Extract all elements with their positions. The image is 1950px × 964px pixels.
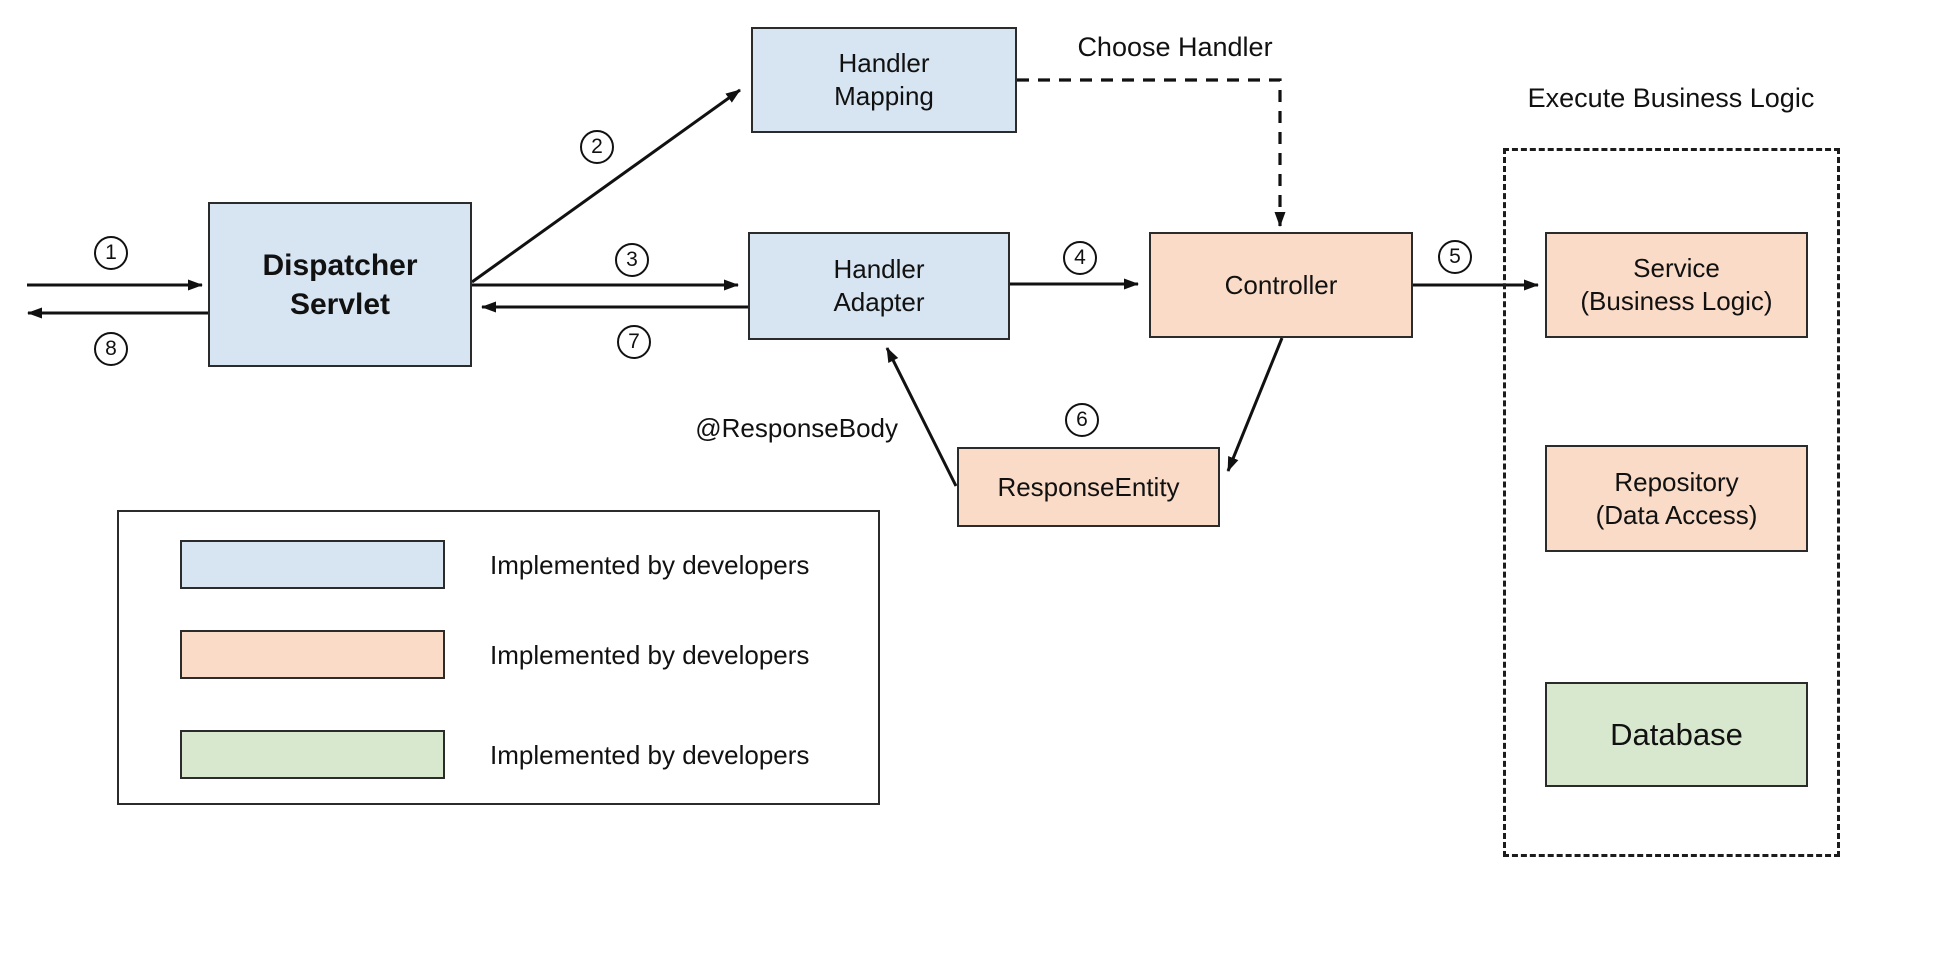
response-entity-label: ResponseEntity: [997, 471, 1180, 502]
node-handler-adapter: Handler Adapter: [748, 232, 1010, 340]
node-handler-mapping: Handler Mapping: [751, 27, 1017, 133]
database-label: Database: [1610, 717, 1743, 752]
node-controller: Controller: [1149, 232, 1413, 338]
repository-label: Repository (Data Access): [1595, 466, 1758, 530]
step-7-badge: 7: [617, 325, 651, 359]
service-label: Service (Business Logic): [1580, 253, 1773, 316]
step-6-badge: 6: [1065, 403, 1099, 437]
step-8-badge: 8: [94, 332, 128, 366]
arrow-response-entity-to-adapter: [885, 347, 958, 487]
legend-swatch-green: [180, 730, 445, 779]
legend-label-blue: Implemented by developers: [490, 550, 810, 580]
node-repository: Repository (Data Access): [1545, 445, 1808, 552]
legend-swatch-peach: [180, 630, 445, 679]
step-1-badge: 1: [94, 236, 128, 270]
arrow-step6-to-response-entity: [1226, 337, 1284, 472]
step-3-badge: 3: [615, 243, 649, 277]
execute-business-logic-label: Execute Business Logic: [1527, 83, 1815, 113]
handler-mapping-label: Handler Mapping: [834, 48, 934, 111]
step-4-badge: 4: [1063, 241, 1097, 275]
node-dispatcher-servlet: Dispatcher Servlet: [208, 202, 472, 367]
dashed-arrow-choose-handler: [1017, 78, 1286, 227]
dispatcher-servlet-label: Dispatcher Servlet: [262, 248, 418, 321]
handler-adapter-label: Handler Adapter: [833, 254, 925, 317]
node-service: Service (Business Logic): [1545, 232, 1808, 338]
choose-handler-label: Choose Handler: [1077, 32, 1273, 62]
legend-label-green: Implemented by developers: [490, 740, 810, 770]
node-database: Database: [1545, 682, 1808, 787]
response-body-label: @ResponseBody: [695, 413, 898, 443]
legend-swatch-blue: [180, 540, 445, 589]
step-2-badge: 2: [580, 130, 614, 164]
step-5-badge: 5: [1438, 240, 1472, 274]
execute-business-logic-container: [1503, 148, 1840, 857]
legend-label-peach: Implemented by developers: [490, 640, 810, 670]
controller-label: Controller: [1224, 269, 1338, 300]
node-response-entity: ResponseEntity: [957, 447, 1220, 527]
arrow-step2-to-handler-mapping: [471, 88, 741, 284]
legend: Implemented by developers Implemented by…: [117, 510, 880, 805]
